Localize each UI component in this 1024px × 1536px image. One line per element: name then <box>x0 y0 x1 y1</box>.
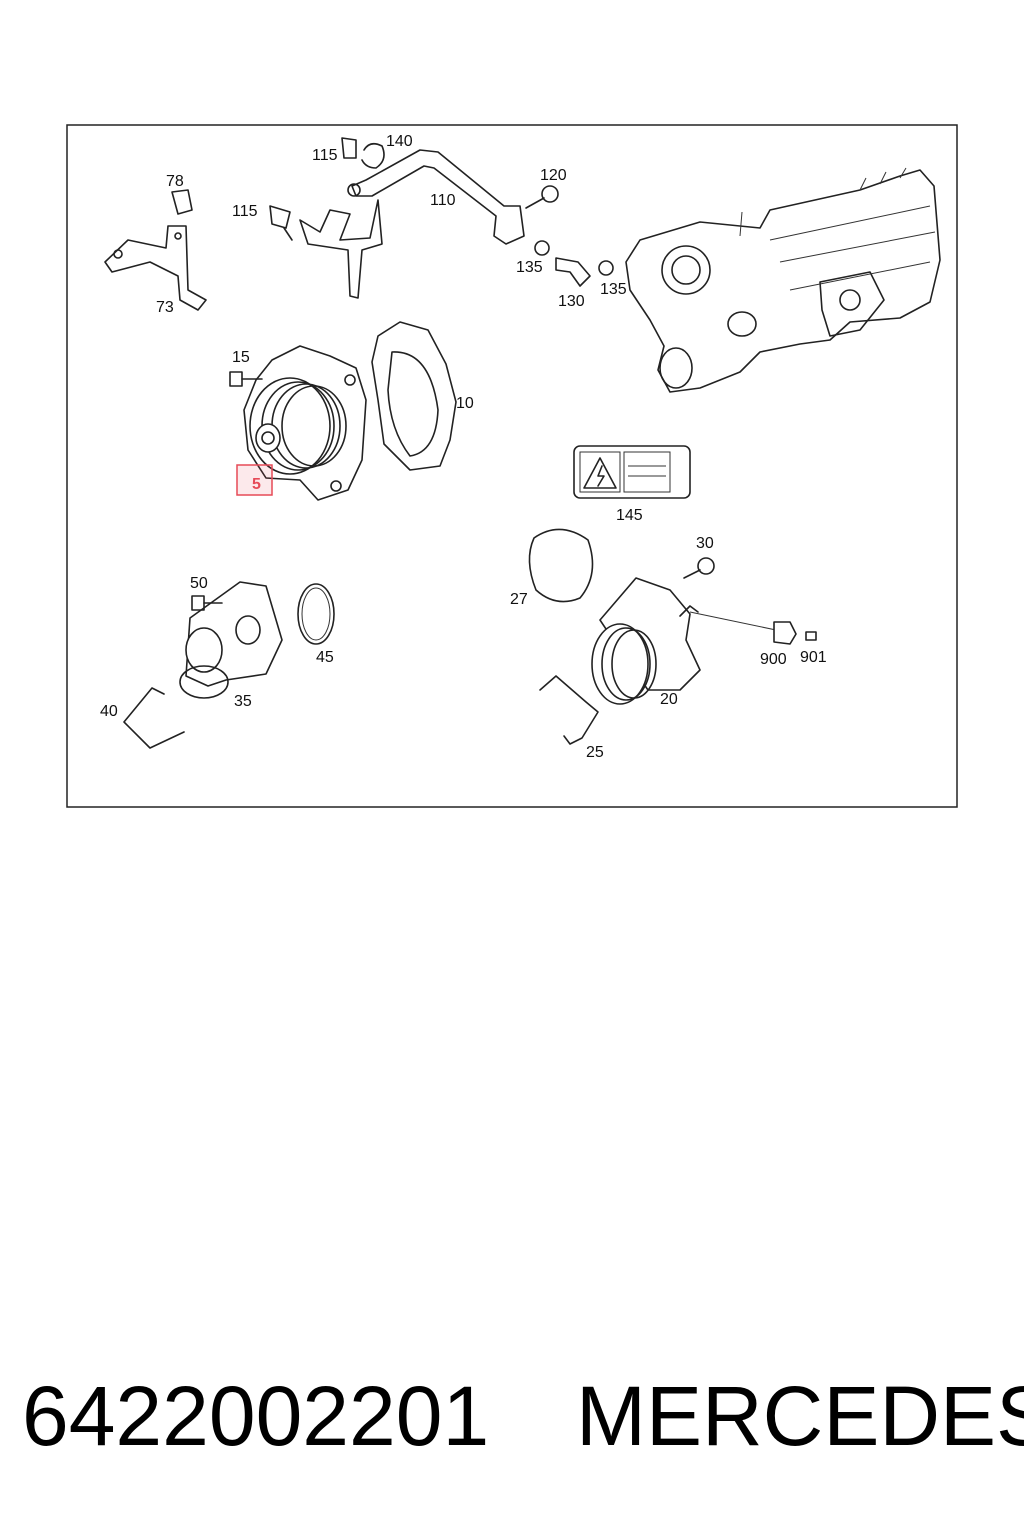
callout-30[interactable]: 30 <box>696 535 714 552</box>
parts-diagram: 115 140 78 115 110 120 135 130 135 73 15… <box>66 124 958 808</box>
gasket-10 <box>371 321 457 471</box>
clip-25 <box>539 675 599 745</box>
highlight-box <box>236 464 273 496</box>
o-ring-45 <box>297 583 335 645</box>
o-ring-27 <box>528 528 594 603</box>
brand-name: MERCEDES <box>576 1369 1024 1463</box>
callout-73[interactable]: 73 <box>156 299 174 316</box>
callout-901[interactable]: 901 <box>800 649 827 666</box>
bracket-115 <box>269 137 383 299</box>
part-number: 6422002201 <box>22 1369 490 1463</box>
callout-45[interactable]: 45 <box>316 649 334 666</box>
clip-40 <box>123 687 185 749</box>
water-pump-5 <box>243 345 367 501</box>
callout-145[interactable]: 145 <box>616 507 643 524</box>
callout-78[interactable]: 78 <box>166 173 184 190</box>
callout-27[interactable]: 27 <box>510 591 528 608</box>
bolt-30 <box>683 557 715 579</box>
clamp-135-b <box>598 260 614 276</box>
callout-115-a[interactable]: 115 <box>312 147 338 164</box>
bolt-15 <box>229 371 263 387</box>
connector-901 <box>805 631 817 641</box>
callout-120[interactable]: 120 <box>540 167 567 184</box>
bolt-50 <box>191 595 223 611</box>
callout-50[interactable]: 50 <box>190 575 208 592</box>
callout-115-b[interactable]: 115 <box>232 203 258 220</box>
callout-130[interactable]: 130 <box>558 293 585 310</box>
sensor-900 <box>773 621 797 645</box>
cylinder-head <box>625 167 941 393</box>
callout-135-b[interactable]: 135 <box>600 281 627 298</box>
callout-20[interactable]: 20 <box>660 691 678 708</box>
callout-140[interactable]: 140 <box>386 133 413 150</box>
clamp-135-a <box>534 240 550 256</box>
pipe-110 <box>347 149 525 245</box>
thermostat-housing-20 <box>591 577 777 705</box>
hose-130 <box>555 257 591 287</box>
clamp-140 <box>361 142 385 169</box>
bracket-73 <box>104 225 207 311</box>
callout-40[interactable]: 40 <box>100 703 118 720</box>
callout-135-a[interactable]: 135 <box>516 259 543 276</box>
callout-10[interactable]: 10 <box>456 395 474 412</box>
callout-15[interactable]: 15 <box>232 349 250 366</box>
callout-25[interactable]: 25 <box>586 744 604 761</box>
flange-35 <box>179 581 283 699</box>
bolt-120 <box>525 185 559 209</box>
callout-35[interactable]: 35 <box>234 693 252 710</box>
callout-900[interactable]: 900 <box>760 651 787 668</box>
diagram-frame <box>66 124 958 808</box>
callout-5[interactable]: 5 <box>252 476 261 493</box>
warning-label-145 <box>573 445 691 499</box>
clip-78 <box>171 189 193 215</box>
callout-110[interactable]: 110 <box>430 192 456 209</box>
